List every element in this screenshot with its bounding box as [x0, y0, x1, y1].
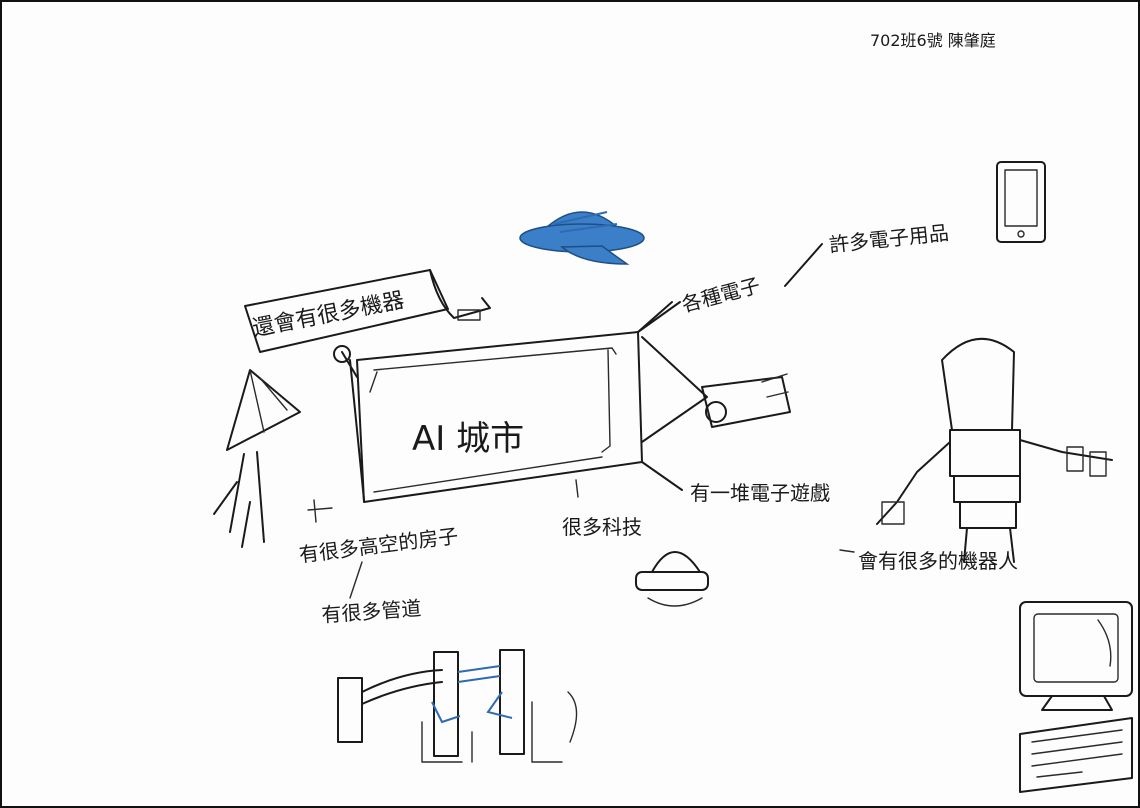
label-buildings: 有很多高空的房子: [298, 524, 460, 567]
dome-gadget-icon: [635, 551, 709, 607]
label-machines: 還會有很多機器: [250, 288, 406, 342]
signature-text: 702班6號 陳肇庭: [870, 31, 996, 50]
pyramid-robot-icon: [213, 369, 301, 548]
label-electronics: 各種電子: [679, 273, 762, 317]
banner-machines: 還會有很多機器: [244, 269, 491, 353]
label-pipes: 有很多管道: [321, 596, 422, 627]
connector-apps: [784, 243, 823, 287]
center-title: AI 城市: [412, 419, 524, 459]
computer-icon: [1019, 601, 1133, 711]
ufo-icon: [519, 211, 645, 265]
connector-electronics: [637, 301, 681, 333]
label-robots: 會有很多的機器人: [858, 549, 1018, 573]
city-buildings-icon: [337, 649, 578, 763]
tablet-icon: [996, 161, 1046, 243]
label-apps: 許多電子用品: [828, 221, 950, 257]
connector-buildings: [307, 499, 333, 523]
connector-pipes: [349, 561, 363, 599]
keyboard-icon: [1019, 717, 1133, 793]
connector-tech: [575, 479, 579, 498]
robot-icon: [876, 337, 1113, 563]
ai-city-box: AI 城市: [333, 301, 683, 503]
connector-robots: [839, 549, 855, 553]
projector-icon: [641, 336, 791, 443]
label-tech: 很多科技: [562, 515, 642, 539]
label-games: 有一堆電子遊戲: [690, 481, 830, 505]
